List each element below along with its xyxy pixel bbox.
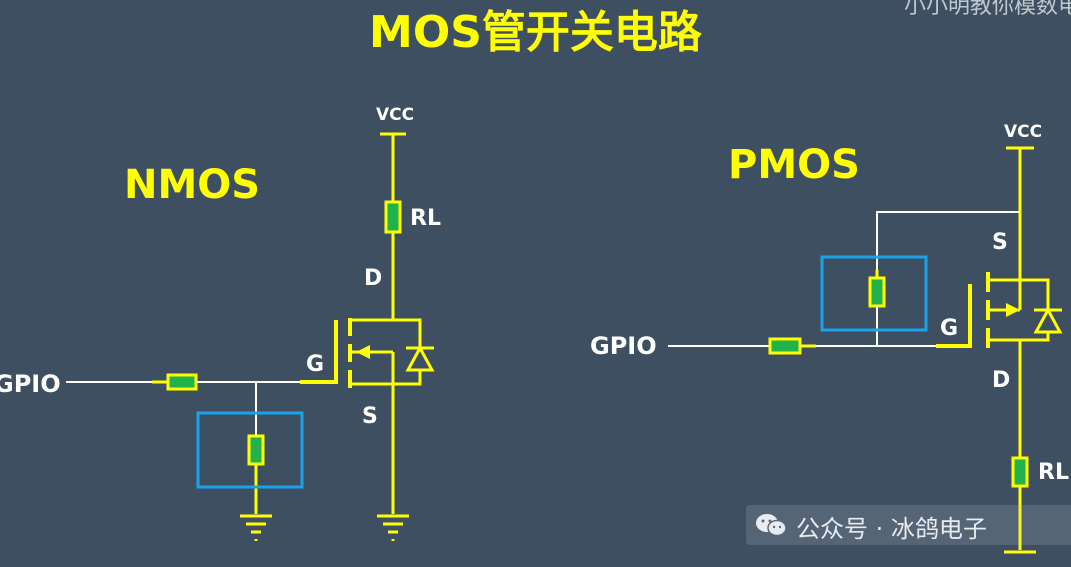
wechat-icon	[756, 514, 787, 537]
nmos-pulldown-highlight	[196, 411, 304, 489]
nmos-gate-lead	[300, 320, 338, 384]
nmos-source-label: S	[362, 404, 378, 429]
nmos-body-diode	[405, 344, 435, 372]
corner-caption: 小小明教你模数电	[904, 0, 1071, 19]
page-title: MOS管开关电路	[369, 7, 702, 58]
pmos-pullup-highlight	[820, 255, 928, 332]
pmos-gate-lead	[936, 284, 972, 348]
pmos-gate-resistor	[768, 337, 802, 355]
pmos-body-diode	[1033, 306, 1063, 334]
watermark-text: 公众号 · 冰鸽电子	[796, 515, 987, 543]
nmos-rl-label: RL	[410, 206, 441, 231]
nmos-drain-label: D	[364, 266, 383, 291]
pmos-circuit	[668, 146, 1063, 554]
nmos-label: NMOS	[124, 162, 261, 208]
nmos-vcc-label: VCC	[376, 105, 415, 125]
pmos-load-resistor	[1011, 456, 1029, 488]
nmos-load-resistor	[384, 200, 402, 234]
pmos-rl-label: RL	[1038, 460, 1069, 485]
pmos-pullup-resistor	[868, 276, 886, 308]
pmos-drain-label: D	[992, 368, 1011, 393]
pmos-gpio-label: GPIO	[590, 332, 657, 360]
pmos-source-label: S	[992, 230, 1008, 255]
pmos-vcc-label: VCC	[1004, 122, 1043, 142]
nmos-gate-resistor	[166, 373, 198, 391]
pmos-gate-label: G	[940, 316, 959, 341]
nmos-gpio-label: GPIO	[0, 370, 61, 398]
nmos-circuit	[66, 132, 435, 541]
nmos-gate-label: G	[306, 352, 325, 377]
pmos-label: PMOS	[728, 142, 860, 188]
nmos-pulldown-resistor	[247, 434, 265, 466]
watermark: 公众号 · 冰鸽电子	[746, 505, 1071, 545]
